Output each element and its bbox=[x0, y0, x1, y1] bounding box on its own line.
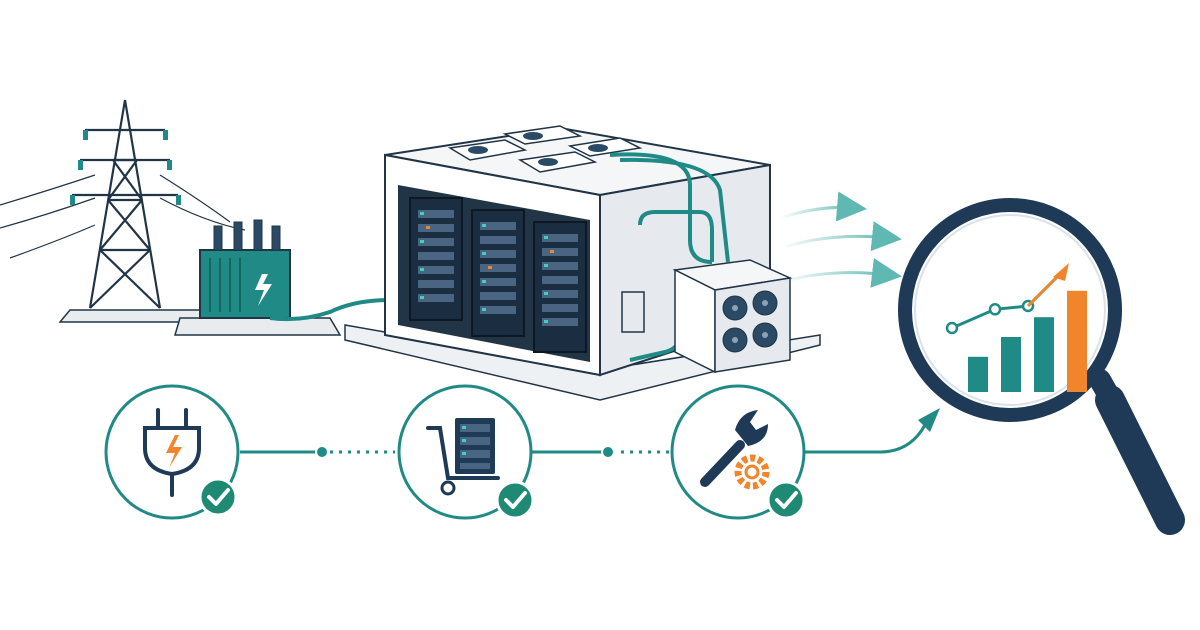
roof-fan-icon bbox=[447, 125, 643, 173]
electrical-box bbox=[621, 291, 645, 333]
airflow-arrows bbox=[779, 191, 902, 288]
connector-dot bbox=[315, 445, 329, 459]
power-cable bbox=[269, 298, 391, 322]
trend-point bbox=[988, 303, 1002, 316]
check-icon bbox=[198, 477, 238, 517]
process-line bbox=[240, 408, 940, 459]
chart-bar bbox=[968, 356, 988, 392]
check-icon bbox=[766, 480, 806, 520]
step-server-delivery bbox=[397, 384, 535, 520]
connector-dot bbox=[601, 445, 615, 459]
server-cart-icon bbox=[426, 418, 500, 496]
check-icon bbox=[495, 480, 535, 520]
server-rack-icon bbox=[409, 197, 587, 353]
cooling-unit-icon bbox=[672, 259, 793, 374]
trend-arrow-segment bbox=[1026, 271, 1063, 308]
bar-chart-icon bbox=[945, 263, 1087, 392]
transmission-tower-icon bbox=[58, 99, 212, 323]
magnifier-icon bbox=[898, 198, 1185, 535]
chart-bar bbox=[1001, 337, 1021, 392]
trend-point bbox=[945, 321, 959, 335]
step-power-plug bbox=[104, 384, 240, 520]
power-wires bbox=[0, 174, 246, 259]
chart-bar bbox=[1034, 317, 1054, 392]
wrench-gear-icon bbox=[700, 410, 770, 490]
chart-bar bbox=[1067, 290, 1087, 392]
step-maintenance bbox=[670, 384, 806, 520]
